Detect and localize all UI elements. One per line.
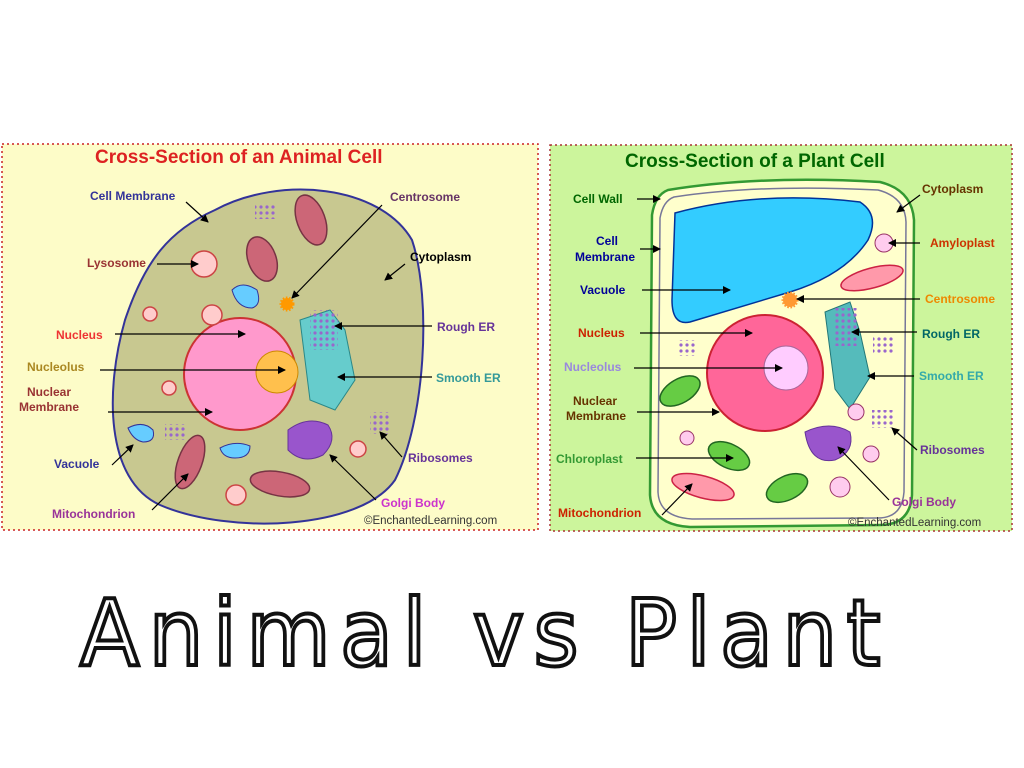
label-nuclear-membrane: Membrane bbox=[566, 409, 626, 423]
label-mitochondrion: Mitochondrion bbox=[558, 506, 641, 520]
plant-vesicles bbox=[679, 403, 880, 498]
label-amyloplast: Amyloplast bbox=[930, 236, 995, 250]
label-nucleus: Nucleus bbox=[578, 326, 625, 340]
label-cell-membrane: Cell Membrane bbox=[90, 189, 176, 203]
plant-cell-panel: Cross-Section of a Plant Cell bbox=[549, 144, 1013, 532]
label-centrosome: Centrosome bbox=[925, 292, 995, 306]
label-nuclear-membrane: Membrane bbox=[19, 400, 79, 414]
animal-ribosomes bbox=[165, 424, 185, 440]
label-golgi-body: Golgi Body bbox=[381, 496, 445, 510]
plant-chloroplasts bbox=[659, 375, 809, 504]
label-nucleolus: Nucleolus bbox=[27, 360, 85, 374]
plant-arrows bbox=[634, 194, 921, 516]
animal-arrows bbox=[100, 201, 432, 511]
animal-vacuoles bbox=[127, 284, 260, 459]
label-vacuole: Vacuole bbox=[54, 457, 100, 471]
plant-cell-membrane bbox=[657, 187, 907, 520]
label-centrosome: Centrosome bbox=[390, 190, 460, 204]
animal-labels: Cell Membrane Lysosome Nucleus Nucleolus… bbox=[19, 189, 501, 527]
label-ribosomes: Ribosomes bbox=[920, 443, 985, 457]
label-nucleolus: Nucleolus bbox=[564, 360, 622, 374]
plant-vacuole bbox=[671, 197, 874, 324]
animal-mitochondria bbox=[174, 194, 328, 498]
label-rough-er: Rough ER bbox=[437, 320, 495, 334]
label-smooth-er: Smooth ER bbox=[919, 369, 984, 383]
plant-ribosomes bbox=[873, 337, 895, 355]
label-cell-membrane: Cell bbox=[596, 234, 618, 248]
plant-labels: Cell Wall Cell Membrane Vacuole Nucleus … bbox=[556, 182, 995, 529]
label-vacuole: Vacuole bbox=[580, 283, 626, 297]
animal-centrosome bbox=[279, 296, 295, 312]
plant-mitochondria bbox=[671, 264, 904, 502]
plant-ribosome-cluster bbox=[833, 308, 859, 346]
label-cell-wall: Cell Wall bbox=[573, 192, 623, 206]
plant-copyright: ©EnchantedLearning.com bbox=[848, 517, 981, 529]
label-rough-er: Rough ER bbox=[922, 327, 980, 341]
label-cell-membrane: Membrane bbox=[575, 250, 635, 264]
plant-centrosome bbox=[781, 291, 799, 309]
animal-copyright: ©EnchantedLearning.com bbox=[364, 515, 497, 527]
animal-golgi bbox=[287, 420, 333, 460]
label-chloroplast: Chloroplast bbox=[556, 452, 623, 466]
animal-ribosomes bbox=[255, 203, 275, 219]
animal-title: Cross-Section of an Animal Cell bbox=[95, 147, 383, 168]
label-smooth-er: Smooth ER bbox=[436, 371, 501, 385]
label-nuclear-membrane: Nuclear bbox=[27, 385, 71, 399]
label-lysosome: Lysosome bbox=[87, 256, 146, 270]
label-mitochondrion: Mitochondrion bbox=[52, 507, 135, 521]
plant-title: Cross-Section of a Plant Cell bbox=[625, 151, 885, 172]
label-nucleus: Nucleus bbox=[56, 328, 103, 342]
animal-cell-panel: Cross-Section of an Animal Cell bbox=[1, 143, 539, 531]
plant-ribosomes bbox=[872, 410, 894, 428]
label-cytoplasm: Cytoplasm bbox=[922, 182, 983, 196]
animal-nucleolus bbox=[255, 350, 299, 394]
label-golgi-body: Golgi Body bbox=[892, 495, 956, 509]
handwritten-caption: Animal vs Plant bbox=[80, 580, 890, 687]
animal-ribosomes bbox=[370, 412, 390, 434]
label-ribosomes: Ribosomes bbox=[408, 451, 473, 465]
plant-ribosomes bbox=[677, 340, 697, 356]
label-nuclear-membrane: Nuclear bbox=[573, 394, 617, 408]
animal-ribosome-cluster bbox=[310, 310, 338, 350]
label-cytoplasm: Cytoplasm bbox=[410, 250, 471, 264]
